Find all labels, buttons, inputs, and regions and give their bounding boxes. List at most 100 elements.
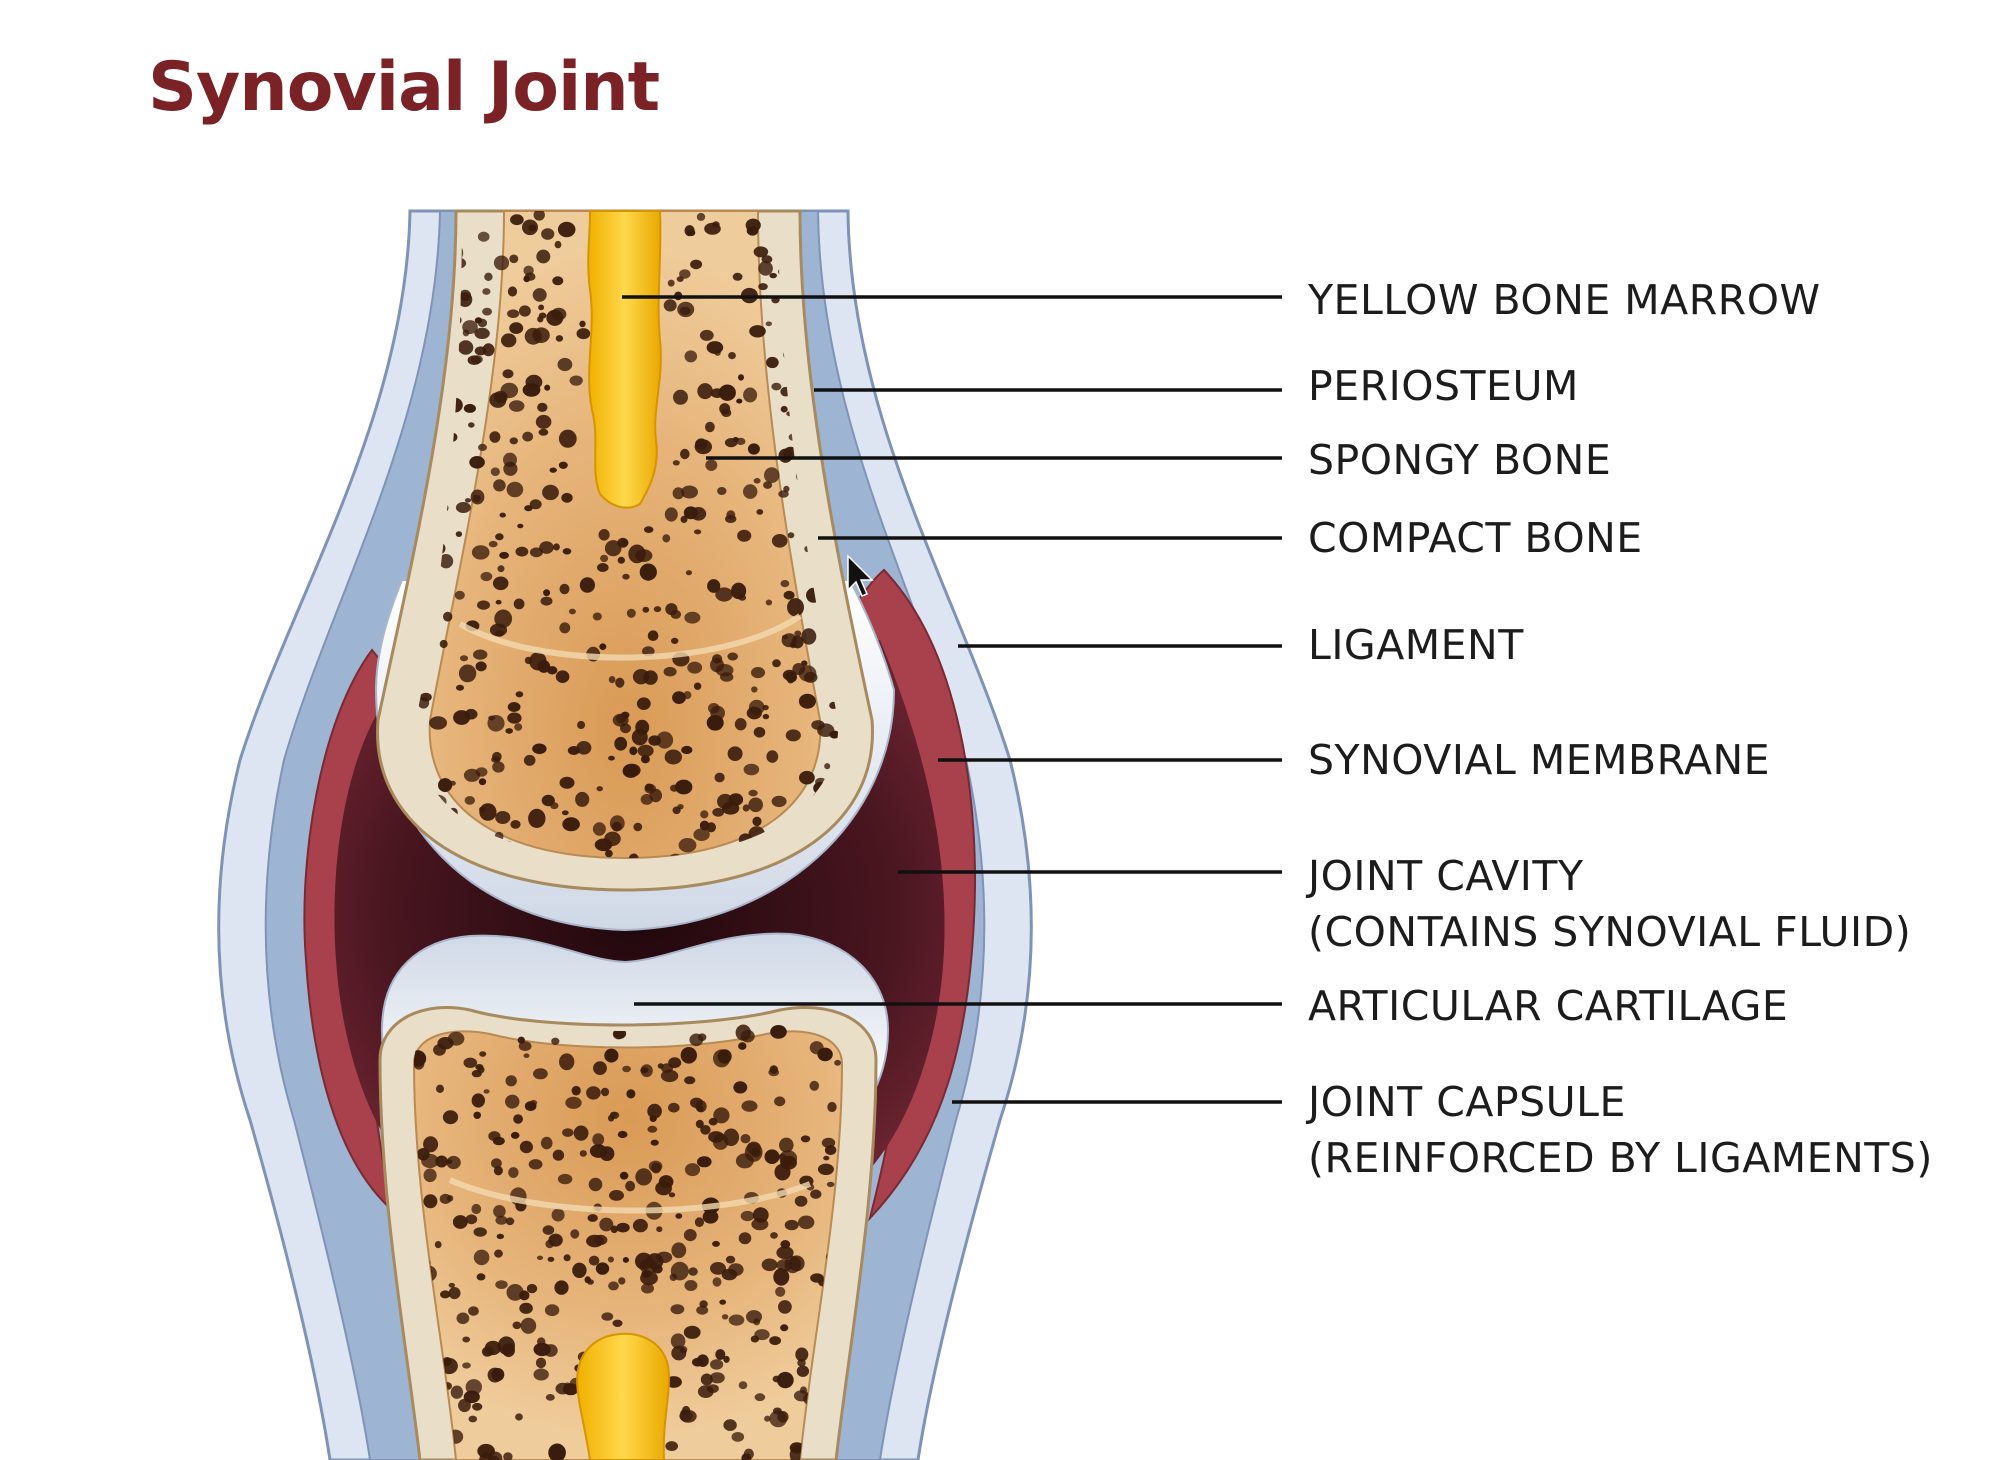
- spongy-bone-pore: [736, 398, 743, 404]
- spongy-bone-pore: [771, 534, 788, 548]
- spongy-bone-pore: [712, 1277, 722, 1287]
- spongy-bone-pore: [827, 1101, 837, 1113]
- label-joint-capsule: JOINT CAPSULE (REINFORCED BY LIGAMENTS): [1305, 1078, 1933, 1182]
- spongy-bone-pore: [586, 1234, 604, 1248]
- spongy-bone-pore: [717, 487, 727, 495]
- spongy-bone-pore: [443, 611, 453, 622]
- spongy-bone-pore: [681, 745, 693, 755]
- spongy-bone-pore: [463, 403, 476, 413]
- spongy-bone-pore: [743, 484, 758, 499]
- spongy-bone-pore: [520, 1317, 537, 1334]
- spongy-bone-pore: [573, 1125, 589, 1141]
- spongy-bone-pore: [727, 746, 743, 761]
- spongy-bone-pore: [725, 1255, 736, 1264]
- spongy-bone-pore: [743, 763, 760, 776]
- spongy-bone-pore: [612, 713, 629, 727]
- epiphyseal-line-bottom: [448, 1177, 812, 1214]
- spongy-bone-pore: [724, 438, 738, 448]
- spongy-bone-pore: [479, 1051, 487, 1057]
- spongy-bone-pore: [697, 1385, 714, 1398]
- spongy-bone-pore: [706, 341, 724, 354]
- spongy-bone-pore: [608, 676, 616, 684]
- spongy-bone-pore: [779, 1137, 794, 1153]
- spongy-bone-pore: [507, 286, 518, 297]
- spongy-bone-pore: [557, 221, 576, 238]
- spongy-bone-pore: [434, 1241, 442, 1249]
- spongy-bone-pore: [462, 320, 478, 335]
- spongy-bone-top: [428, 210, 822, 860]
- spongy-bone-pore: [501, 333, 517, 348]
- spongy-bone-pore: [440, 1290, 451, 1299]
- spongy-bone-pore: [540, 596, 553, 606]
- spongy-bone-pore: [463, 1057, 478, 1069]
- epiphyseal-line-top: [458, 613, 802, 661]
- spongy-bone-pore: [668, 1192, 676, 1198]
- spongy-bone-pore: [477, 1066, 485, 1074]
- spongy-bone-pore: [826, 1181, 835, 1188]
- spongy-bone-pore: [811, 720, 825, 730]
- spongy-bone-pore: [784, 1219, 799, 1231]
- spongy-bone-pore: [799, 770, 815, 785]
- spongy-bone-pore: [668, 1102, 680, 1113]
- spongy-bone-pore: [493, 1166, 503, 1176]
- spongy-bone-pore: [420, 692, 432, 702]
- spongy-bone-pore: [740, 1029, 755, 1043]
- spongy-bone-pore: [754, 1329, 770, 1341]
- spongy-bone-pore: [619, 1171, 629, 1180]
- spongy-bone-pore: [571, 1085, 581, 1096]
- spongy-bone-pore: [588, 1255, 600, 1266]
- spongy-bone-pore: [435, 1155, 448, 1168]
- spongy-bone-pore: [482, 288, 491, 295]
- spongy-bone-pore: [601, 1312, 614, 1321]
- spongy-bone-pore: [700, 1373, 713, 1386]
- spongy-bone-pore: [651, 1162, 662, 1174]
- spongy-bone-pore: [532, 327, 550, 344]
- spongy-bone-pore: [792, 663, 805, 675]
- spongy-bone-pore: [567, 746, 580, 755]
- spongy-bone-pore: [469, 456, 485, 469]
- spongy-bone-pore: [823, 1155, 830, 1161]
- spongy-bone-pore: [507, 702, 521, 712]
- spongy-bone-pore: [483, 1089, 490, 1094]
- spongy-bone-pore: [512, 1321, 522, 1330]
- spongy-bone-pore: [722, 386, 729, 391]
- spongy-bone-pore: [684, 1076, 696, 1085]
- spongy-bone-pore: [723, 1419, 737, 1431]
- spongy-bone-pore: [753, 727, 766, 738]
- spongy-bone-pore: [763, 481, 773, 489]
- spongy-bone-pore: [493, 479, 506, 492]
- spongy-bone-pore: [738, 374, 744, 381]
- spongy-bone-pore: [456, 684, 464, 691]
- spongy-bone-pore: [754, 1393, 766, 1402]
- spongy-bone-pore: [617, 1130, 628, 1139]
- spongy-bone-pore: [542, 1225, 555, 1235]
- spongy-bone-pore: [732, 272, 743, 281]
- spongy-bone-pore: [697, 383, 713, 400]
- spongy-bone-pore: [515, 1413, 523, 1421]
- spongy-bone-pore: [647, 630, 659, 641]
- spongy-bone-pore: [751, 686, 758, 693]
- spongy-bone-pore: [731, 1432, 745, 1442]
- spongy-bone-pore: [677, 804, 684, 810]
- spongy-bone-pore: [672, 460, 680, 466]
- spongy-bone-pore: [505, 1094, 520, 1109]
- spongy-bone-pore: [693, 682, 702, 690]
- spongy-bone-pore: [712, 1240, 720, 1247]
- spongy-bone-pore: [699, 329, 714, 341]
- spongy-bone-pore: [503, 452, 517, 467]
- spongy-bone-pore: [473, 494, 481, 503]
- spongy-bone-pore: [548, 1443, 566, 1460]
- spongy-bone-pore: [537, 316, 544, 323]
- spongy-bone-pore: [506, 1284, 524, 1301]
- label-compact-bone: COMPACT BONE: [1308, 514, 1643, 562]
- spongy-bone-pore: [528, 1159, 543, 1170]
- spongy-bone-pore: [780, 1240, 791, 1249]
- spongy-bone-pore: [671, 1345, 687, 1361]
- spongy-bone-pore: [783, 590, 795, 600]
- spongy-bone-pore: [764, 467, 780, 484]
- spongy-bone-pore: [753, 246, 769, 258]
- spongy-bone-pore: [448, 1282, 455, 1288]
- spongy-bone-pore: [644, 783, 654, 792]
- spongy-bone-pore: [662, 534, 671, 543]
- spongy-bone-pore: [829, 730, 839, 739]
